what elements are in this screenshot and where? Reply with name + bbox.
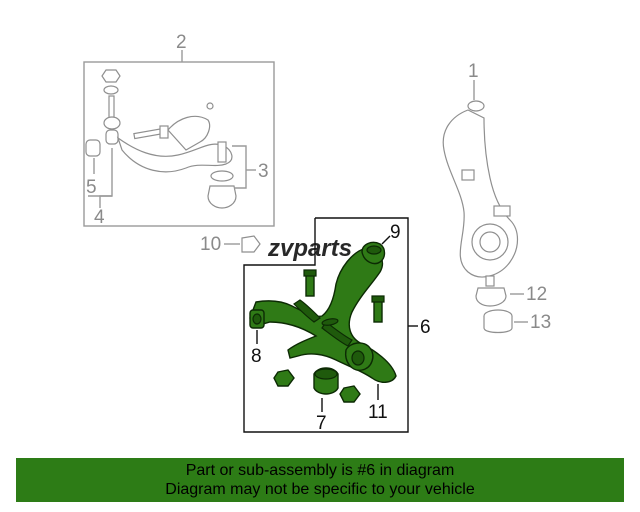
steering-knuckle-group: 1: [442, 61, 519, 278]
part-6-box: [243, 217, 409, 433]
callout-6[interactable]: 6: [420, 317, 431, 338]
banner-line-2: Diagram may not be specific to your vehi…: [165, 481, 475, 498]
callout-4[interactable]: 4: [94, 207, 105, 228]
callout-9[interactable]: 9: [390, 222, 401, 243]
info-banner: Part or sub-assembly is #6 in diagram Di…: [16, 458, 624, 502]
callout-10[interactable]: 10: [200, 234, 221, 255]
nut-10: 10: [200, 234, 261, 255]
ball-joint-12: 12: [475, 275, 547, 307]
part-2-box: [83, 61, 275, 227]
watermark: zvparts: [267, 235, 352, 262]
parts-diagram: 2 3 5 4 1: [83, 32, 551, 434]
callout-5[interactable]: 5: [86, 177, 97, 198]
callout-8[interactable]: 8: [251, 346, 262, 367]
lower-control-arm-group: 6 9 8 7 1: [243, 217, 431, 434]
callout-11[interactable]: 11: [368, 402, 388, 423]
callout-7[interactable]: 7: [316, 413, 327, 434]
callout-1[interactable]: 1: [468, 61, 479, 82]
callout-2[interactable]: 2: [176, 32, 187, 53]
callout-12[interactable]: 12: [526, 284, 547, 305]
callout-13[interactable]: 13: [530, 312, 551, 333]
dust-boot-13: 13: [483, 309, 551, 334]
upper-control-arm-group: 2 3 5 4: [83, 32, 275, 228]
callout-3[interactable]: 3: [258, 161, 269, 182]
banner-line-1: Part or sub-assembly is #6 in diagram: [185, 462, 455, 479]
